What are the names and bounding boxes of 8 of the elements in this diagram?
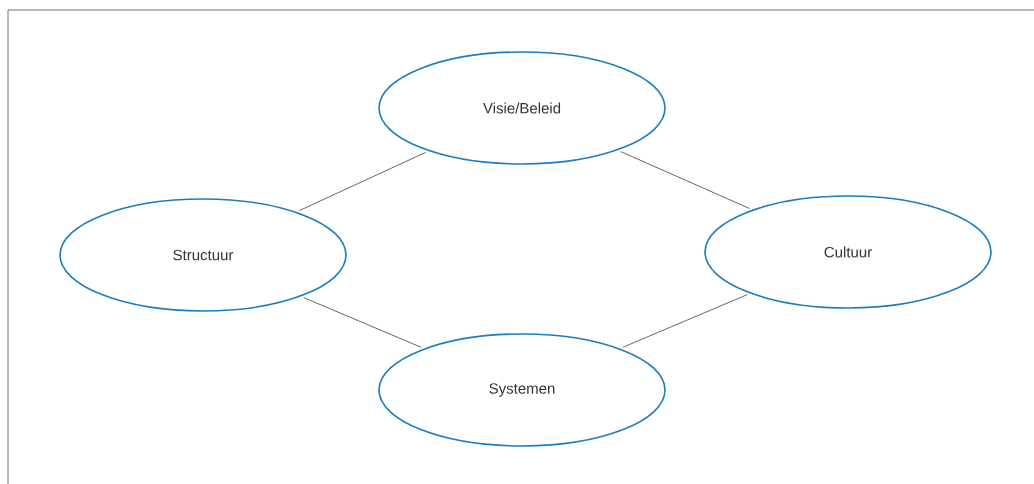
connector-line (299, 152, 426, 211)
ellipse-node: Structuur (59, 198, 347, 312)
ellipse-node: Systemen (378, 333, 666, 447)
connector-line (622, 294, 748, 348)
ellipse-node: Cultuur (704, 195, 992, 309)
ellipse-node: Visie/Beleid (378, 51, 666, 165)
connector-line (303, 297, 422, 348)
connector-line (620, 151, 750, 209)
